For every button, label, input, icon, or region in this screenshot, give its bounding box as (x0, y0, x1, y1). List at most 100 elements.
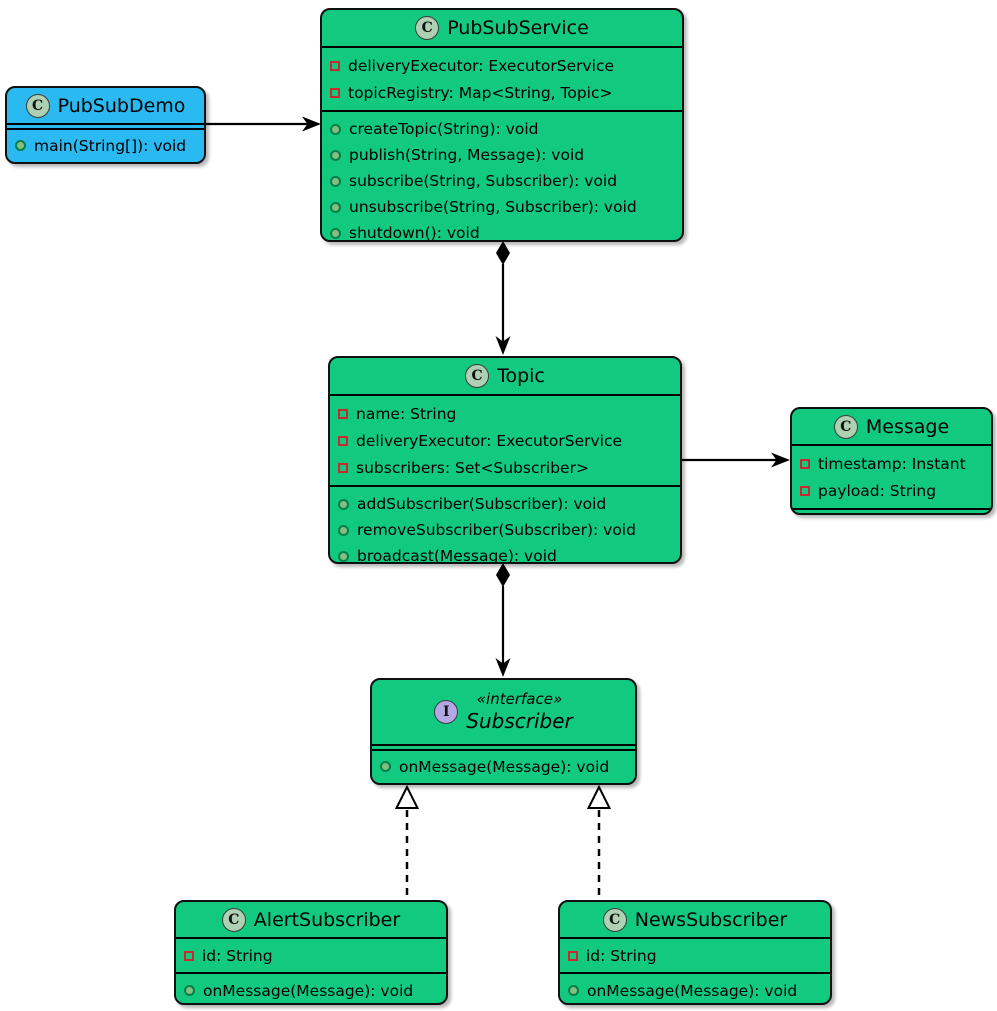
interface-box-subscriber: I «interface» Subscriber onMessage(Messa… (370, 678, 637, 785)
method-row: onMessage(Message): void (372, 753, 635, 780)
interface-badge-icon: I (434, 700, 459, 724)
private-field-icon (330, 60, 340, 71)
class-name: Topic (497, 365, 545, 387)
private-field-icon (330, 87, 340, 98)
edge-pubsubdemo-pubsubservice (206, 116, 321, 132)
badge-letter: C (32, 97, 44, 114)
edge-topic-message (682, 452, 790, 468)
public-method-icon (15, 140, 26, 151)
methods-compartment: onMessage(Message): void (560, 972, 830, 1003)
class-box-alertsubscriber: C AlertSubscriber id: String onMessage(M… (174, 900, 448, 1005)
arrowhead-icon (771, 452, 790, 468)
composition-diamond-icon (496, 241, 510, 265)
field-row: id: String (560, 942, 830, 969)
field-text: subscribers: Set<Subscriber> (356, 458, 589, 477)
badge-letter: C (228, 911, 240, 928)
class-box-newssubscriber: C NewsSubscriber id: String onMessage(Me… (558, 900, 832, 1005)
method-row: broadcast(Message): void (330, 543, 680, 562)
arrowhead-icon (495, 658, 511, 677)
arrowhead-icon (302, 116, 321, 132)
field-row: name: String (330, 400, 680, 427)
field-text: id: String (202, 946, 273, 965)
class-badge-icon: C (415, 16, 440, 40)
method-row: removeSubscriber(Subscriber): void (330, 517, 680, 543)
class-title-bar: C Message (792, 409, 991, 444)
class-name: Message (865, 415, 950, 438)
field-row: topicRegistry: Map<String, Topic> (322, 79, 682, 106)
badge-letter: I (442, 704, 450, 720)
method-row: onMessage(Message): void (560, 977, 830, 1003)
public-method-icon (338, 524, 349, 536)
method-text: onMessage(Message): void (587, 981, 798, 1000)
method-text: unsubscribe(String, Subscriber): void (349, 198, 637, 216)
private-field-icon (184, 950, 194, 961)
methods-compartment: main(String[]): void (7, 128, 204, 162)
method-row: unsubscribe(String, Subscriber): void (322, 194, 682, 220)
public-method-icon (330, 201, 341, 213)
class-box-pubsubservice: C PubSubService deliveryExecutor: Execut… (320, 8, 684, 242)
fields-compartment: id: String (560, 937, 830, 972)
method-text: subscribe(String, Subscriber): void (349, 172, 618, 190)
field-row: id: String (176, 942, 446, 969)
method-row: onMessage(Message): void (176, 977, 446, 1003)
field-text: topicRegistry: Map<String, Topic> (348, 83, 613, 102)
realization-triangle-icon (586, 784, 612, 809)
field-text: payload: String (818, 481, 937, 500)
method-row: addSubscriber(Subscriber): void (330, 491, 680, 517)
private-field-icon (568, 950, 578, 961)
method-text: onMessage(Message): void (203, 981, 414, 1000)
edge-pubsubservice-topic (495, 241, 511, 355)
public-method-icon (330, 123, 341, 135)
methods-compartment: onMessage(Message): void (176, 972, 446, 1003)
private-field-icon (338, 435, 348, 446)
method-text: createTopic(String): void (349, 120, 539, 138)
public-method-icon (380, 761, 391, 772)
field-row: deliveryExecutor: ExecutorService (322, 52, 682, 79)
class-name: AlertSubscriber (253, 908, 401, 931)
field-text: timestamp: Instant (818, 454, 966, 473)
class-badge-icon: C (221, 907, 246, 932)
field-row: subscribers: Set<Subscriber> (330, 454, 680, 481)
private-field-icon (800, 485, 810, 496)
method-text: shutdown(): void (349, 224, 480, 242)
public-method-icon (568, 985, 579, 996)
class-badge-icon: C (25, 93, 50, 118)
method-row: subscribe(String, Subscriber): void (322, 168, 682, 194)
class-badge-icon: C (465, 364, 490, 388)
field-text: deliveryExecutor: ExecutorService (348, 56, 615, 75)
interface-title-stack: «interface» Subscriber (466, 690, 572, 734)
interface-name: Subscriber (466, 708, 573, 733)
public-method-icon (184, 985, 195, 996)
composition-diamond-icon (496, 563, 510, 587)
fields-compartment-empty (372, 744, 635, 749)
class-box-pubsubdemo: C PubSubDemo main(String[]): void (5, 86, 206, 164)
class-box-message: C Message timestamp: Instant payload: St… (790, 407, 993, 515)
class-title-bar: C PubSubService (322, 10, 682, 46)
class-name: PubSubDemo (57, 94, 186, 117)
fields-compartment: deliveryExecutor: ExecutorService topicR… (322, 46, 682, 110)
interface-title-bar: I «interface» Subscriber (372, 680, 635, 744)
methods-compartment: onMessage(Message): void (372, 749, 635, 783)
methods-compartment: addSubscriber(Subscriber): void removeSu… (330, 485, 680, 562)
public-method-icon (330, 149, 341, 161)
method-text: removeSubscriber(Subscriber): void (357, 521, 636, 539)
edge-alertsubscriber-subscriber (394, 784, 420, 899)
badge-letter: C (471, 368, 483, 384)
class-name: NewsSubscriber (634, 908, 788, 931)
public-method-icon (330, 227, 341, 239)
edge-newssubscriber-subscriber (586, 784, 612, 899)
private-field-icon (338, 462, 348, 473)
method-row: shutdown(): void (322, 220, 682, 242)
public-method-icon (338, 498, 349, 510)
class-name: PubSubService (447, 17, 589, 39)
method-row: createTopic(String): void (322, 116, 682, 142)
private-field-icon (338, 408, 348, 419)
field-row: deliveryExecutor: ExecutorService (330, 427, 680, 454)
class-title-bar: C NewsSubscriber (560, 902, 830, 937)
badge-letter: C (609, 911, 621, 928)
fields-compartment: id: String (176, 937, 446, 972)
class-badge-icon: C (833, 414, 858, 439)
method-text: onMessage(Message): void (399, 757, 610, 776)
methods-compartment-empty (792, 508, 991, 513)
